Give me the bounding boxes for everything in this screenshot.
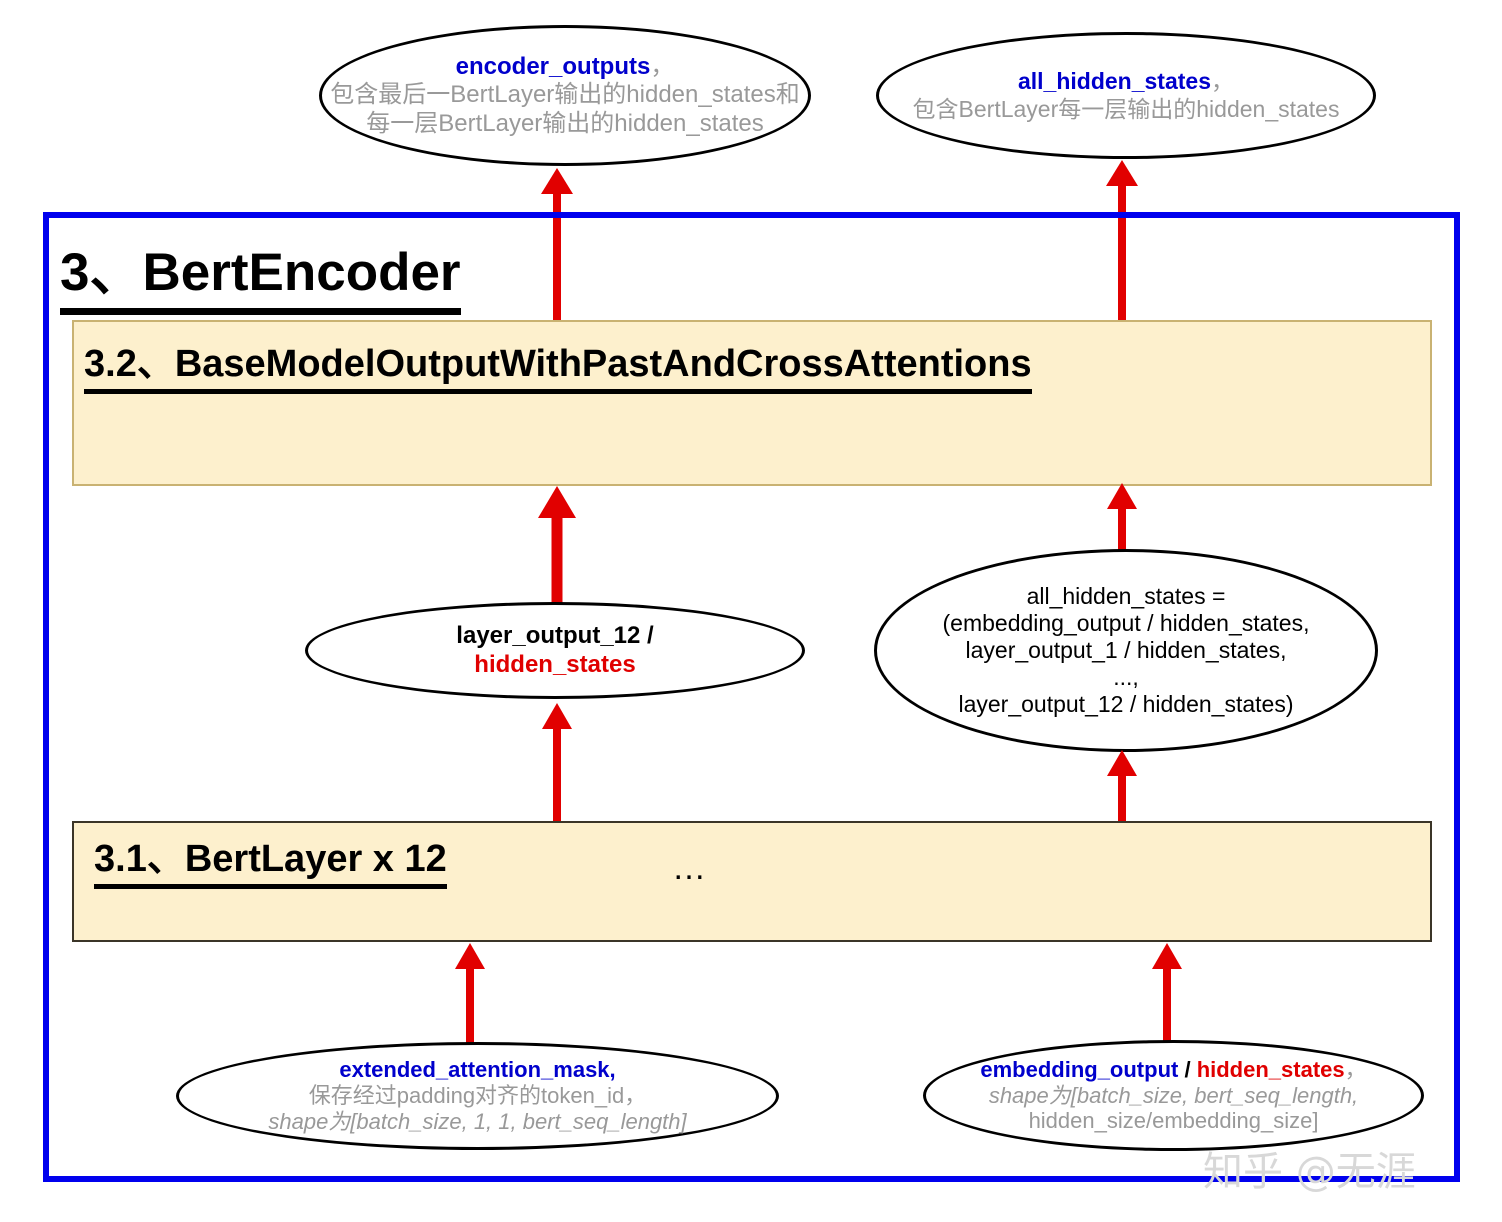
node-extended-attention-mask-note1: 保存经过padding对齐的token_id， [308,1083,647,1109]
node-encoder-outputs-note1: 包含最后一BertLayer输出的hidden_states和 [330,81,800,109]
node-all-hidden-states-top-note1: 包含BertLayer每一层输出的hidden_states [912,95,1340,122]
section-31-number: 3.1、 [94,838,185,880]
arrow-shaft [551,514,563,604]
node-extended-attention-mask: extended_attention_mask, 保存经过padding对齐的t… [176,1042,779,1150]
node-layer-output-12: layer_output_12 / hidden_states [305,602,805,699]
arrow-shaft [466,965,474,1045]
node-embedding-output-comma: ， [1344,1056,1367,1082]
section-base-model-output-title: 3.2、BaseModelOutputWithPastAndCrossAtten… [84,332,1032,394]
arrow-layer-output-to-section-32 [538,486,576,604]
arrow-output-to-all-hidden-states [1106,160,1138,320]
arrowhead-icon [455,943,485,969]
arrow-output-to-encoder-outputs [541,168,573,320]
arrowhead-icon [541,168,573,194]
node-encoder-outputs-name: encoder_outputs [455,53,651,81]
arrowhead-icon [1107,750,1137,776]
watermark: 知乎 @无涯 [1203,1149,1416,1195]
section-bert-layer [72,821,1432,942]
arrow-embedding-output-to-section-31 [1152,943,1182,1045]
node-all-hidden-states-tuple: all_hidden_states = (embedding_output / … [874,549,1378,752]
node-embedding-output-note2: hidden_size/embedding_size] [1028,1108,1319,1134]
node-layer-output-12-line2: hidden_states [474,650,636,678]
node-all-hidden-tuple-line3: layer_output_1 / hidden_states, [965,636,1287,663]
node-embedding-output-note1: shape为[batch_size, bert_seq_length, [988,1082,1359,1108]
node-all-hidden-tuple-line4: ..., [1113,664,1139,691]
node-all-hidden-tuple-line5: layer_output_12 / hidden_states) [958,691,1294,718]
node-encoder-outputs-comma: ， [650,53,675,81]
arrow-shaft [1163,965,1171,1045]
arrow-section-31-to-all-hidden-states [1107,750,1137,823]
node-extended-attention-mask-note2: shape为[batch_size, 1, 1, bert_seq_length… [268,1108,687,1134]
arrow-shaft [1118,505,1126,553]
node-encoder-outputs: encoder_outputs， 包含最后一BertLayer输出的hidden… [319,25,811,166]
node-embedding-output-name: embedding_output [980,1056,1179,1082]
node-all-hidden-states-top-name: all_hidden_states [1017,68,1212,95]
node-all-hidden-states-top-comma: ， [1211,68,1235,95]
node-all-hidden-states-top: all_hidden_states， 包含BertLayer每一层输出的hidd… [876,32,1376,159]
node-all-hidden-tuple-line2: (embedding_output / hidden_states, [942,609,1310,636]
section-32-number: 3.2、 [84,343,175,385]
page-title-text: BertEncoder [142,243,461,302]
arrowhead-icon [542,703,572,729]
section-32-text: BaseModelOutputWithPastAndCrossAttention… [174,343,1032,385]
page-title: 3、BertEncoder [60,230,461,315]
section-base-model-output [72,320,1432,486]
section-bert-layer-ellipsis: … [672,849,709,887]
node-encoder-outputs-note2: 每一层BertLayer输出的hidden_states [366,109,764,137]
node-layer-output-12-line1: layer_output_12 / [456,622,654,650]
section-bert-layer-title: 3.1、BertLayer x 12 [94,827,447,889]
page-title-number: 3、 [60,243,143,302]
arrowhead-icon [1107,483,1137,509]
node-all-hidden-tuple-line1: all_hidden_states = [1026,582,1226,609]
node-embedding-output-separator: / [1178,1056,1197,1082]
arrowhead-icon [538,486,576,518]
arrowhead-icon [1106,160,1138,186]
arrow-shaft [1118,182,1126,320]
arrowhead-icon [1152,943,1182,969]
node-extended-attention-mask-name: extended_attention_mask, [339,1057,616,1083]
arrow-attention-mask-to-section-31 [455,943,485,1045]
node-embedding-output: embedding_output / hidden_states， shape为… [923,1040,1424,1151]
arrow-all-hidden-states-to-section-32 [1107,483,1137,553]
arrow-shaft [553,725,561,823]
section-31-text: BertLayer x 12 [184,838,447,880]
arrow-section-31-to-layer-output-12 [542,703,572,823]
bert-encoder-container [43,212,1460,1182]
arrow-shaft [1118,773,1126,823]
arrow-shaft [553,190,561,320]
node-embedding-output-alias: hidden_states [1196,1056,1345,1082]
